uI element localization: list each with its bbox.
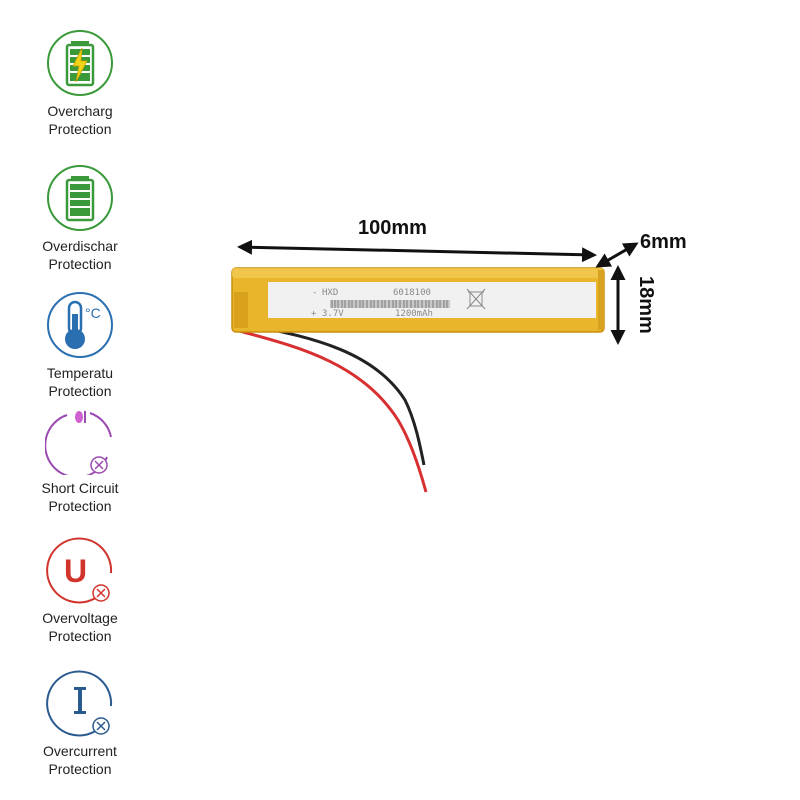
battery-bolt-icon [47,30,113,96]
label-model: 6018100 [393,288,431,298]
feature-overvoltage: U Overvoltage Protection [20,535,140,645]
label-brand: HXD [322,288,338,298]
feature-title: Overdischar [42,238,118,254]
feature-title: Temperatu [46,365,114,381]
thickness-arrow [595,242,639,268]
label-plus: + [311,309,317,319]
feature-title: Short Circuit [41,480,119,496]
feature-subtitle: Protection [48,121,112,137]
feature-subtitle: Protection [48,256,112,272]
feature-title: Overvoltage [42,610,118,626]
width-label: 18mm [635,276,657,334]
label-capacity: 1200mAh [395,309,433,319]
feature-overdischarge: Overdischar Protection [20,163,140,273]
feature-subtitle: Protection [48,761,112,777]
label-voltage: 3.7V [322,309,344,319]
red-wire [235,328,428,493]
battery-cell: - HXD 6018100 + 3.7V 1200mAh [231,267,605,333]
feature-subtitle: Protection [48,498,112,514]
feature-short-circuit: Short Circuit Protection [20,405,140,515]
svg-text:U: U [64,553,87,589]
svg-text:°C: °C [85,305,101,321]
black-wire [235,320,426,466]
voltage-u-icon: U [46,537,113,604]
short-circuit-icon [45,411,112,475]
weee-bin-icon [466,288,486,310]
feature-overcharge: Overcharg Protection [20,28,140,138]
thickness-label: 6mm [640,231,687,253]
feature-temperature: °C Temperatu Protection [20,290,140,400]
length-arrow [237,239,597,263]
thermometer-celsius-icon: °C [47,292,113,358]
current-i-icon [46,670,113,737]
feature-subtitle: Protection [48,383,112,399]
feature-title: Overcharg [47,103,113,119]
barcode [330,300,450,308]
feature-title: Overcurrent [43,743,117,759]
feature-overcurrent: Overcurrent Protection [20,668,140,778]
battery-full-icon [47,165,113,231]
length-label: 100mm [358,217,427,239]
feature-subtitle: Protection [48,628,112,644]
label-minus: - [312,288,317,298]
